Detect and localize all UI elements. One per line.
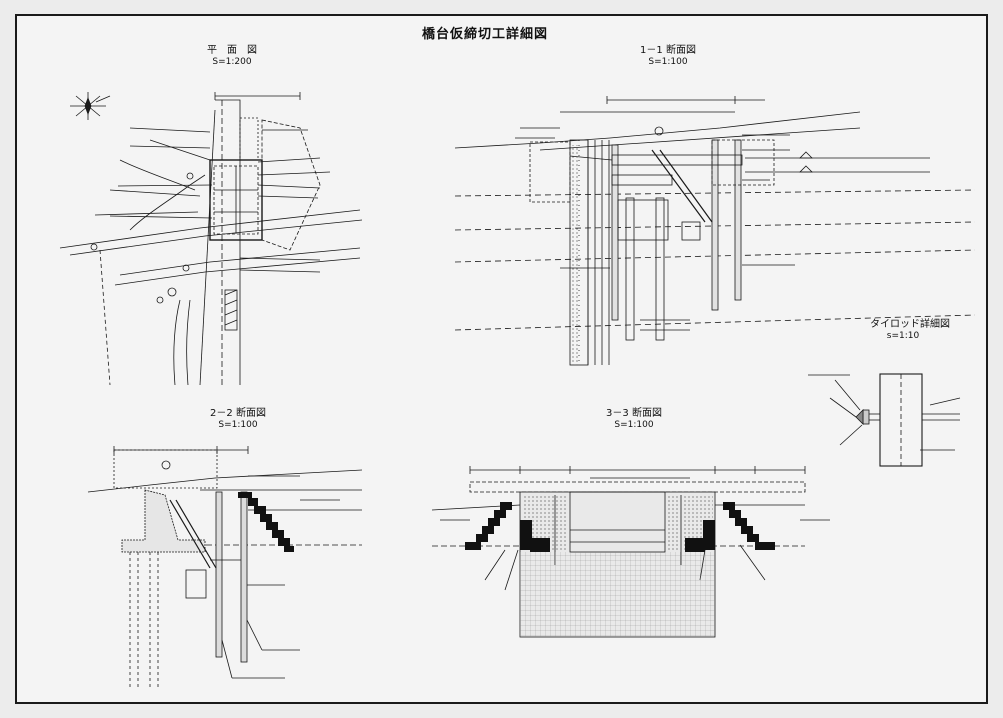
north-arrow-icon [70,92,111,120]
riprap-hatch [238,492,775,552]
tierod-detail-title: タイロッド詳細図 [870,319,950,330]
plan-view-scale: S=1:200 [212,57,252,67]
section-2-2-title: 2－2 断面図 [210,408,266,419]
section-2-2-drawing [87,446,363,690]
section-2-2-scale: S=1:100 [218,420,258,430]
section-3-3-scale: S=1:100 [614,420,654,430]
plan-view-drawing [59,92,363,386]
section-1-1-scale: S=1:100 [648,57,688,67]
section-1-1-drawing [454,96,976,366]
tierod-detail-drawing [808,373,961,467]
tierod-detail-scale: s=1:10 [886,331,920,341]
sheet-title: 橋台仮締切工詳細図 [422,27,549,42]
section-3-3-title: 3－3 断面図 [606,408,662,419]
fill-ground-pattern [520,552,715,637]
plan-view-title: 平 面 図 [207,45,257,56]
section-1-1-title: 1－1 断面図 [640,45,696,56]
abutment-pile-pattern [571,145,578,365]
sheet-border [15,14,988,704]
